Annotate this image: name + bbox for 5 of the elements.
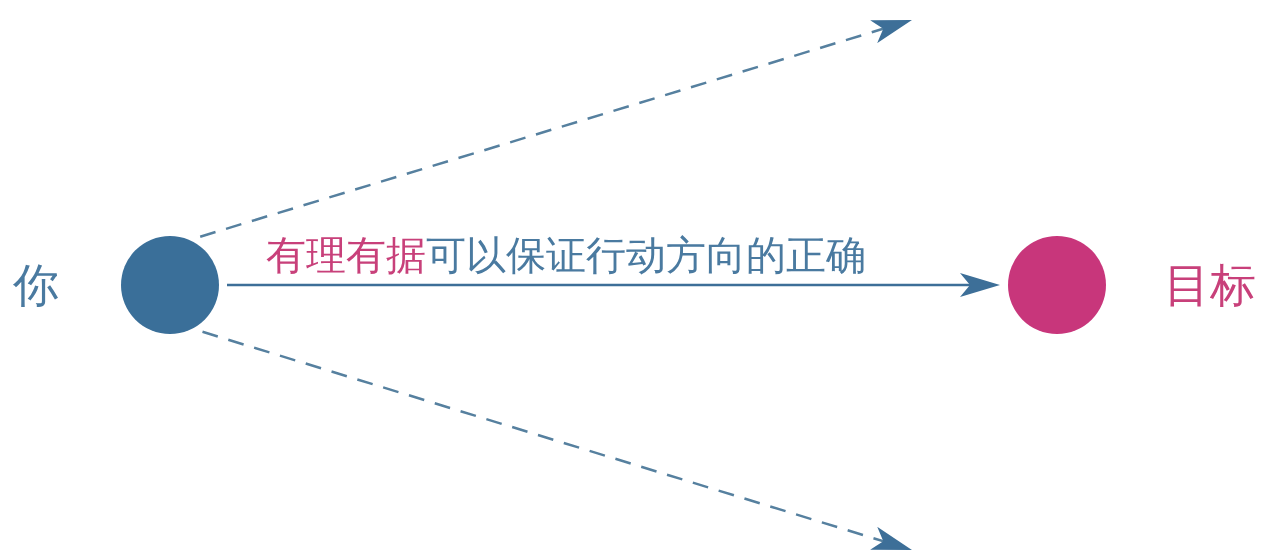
node-label: 目标: [1164, 260, 1256, 310]
dashed-arrow: [199, 20, 912, 238]
dashed-arrow: [202, 330, 912, 551]
node-label: 你: [13, 260, 59, 310]
arrow: [227, 273, 1000, 297]
